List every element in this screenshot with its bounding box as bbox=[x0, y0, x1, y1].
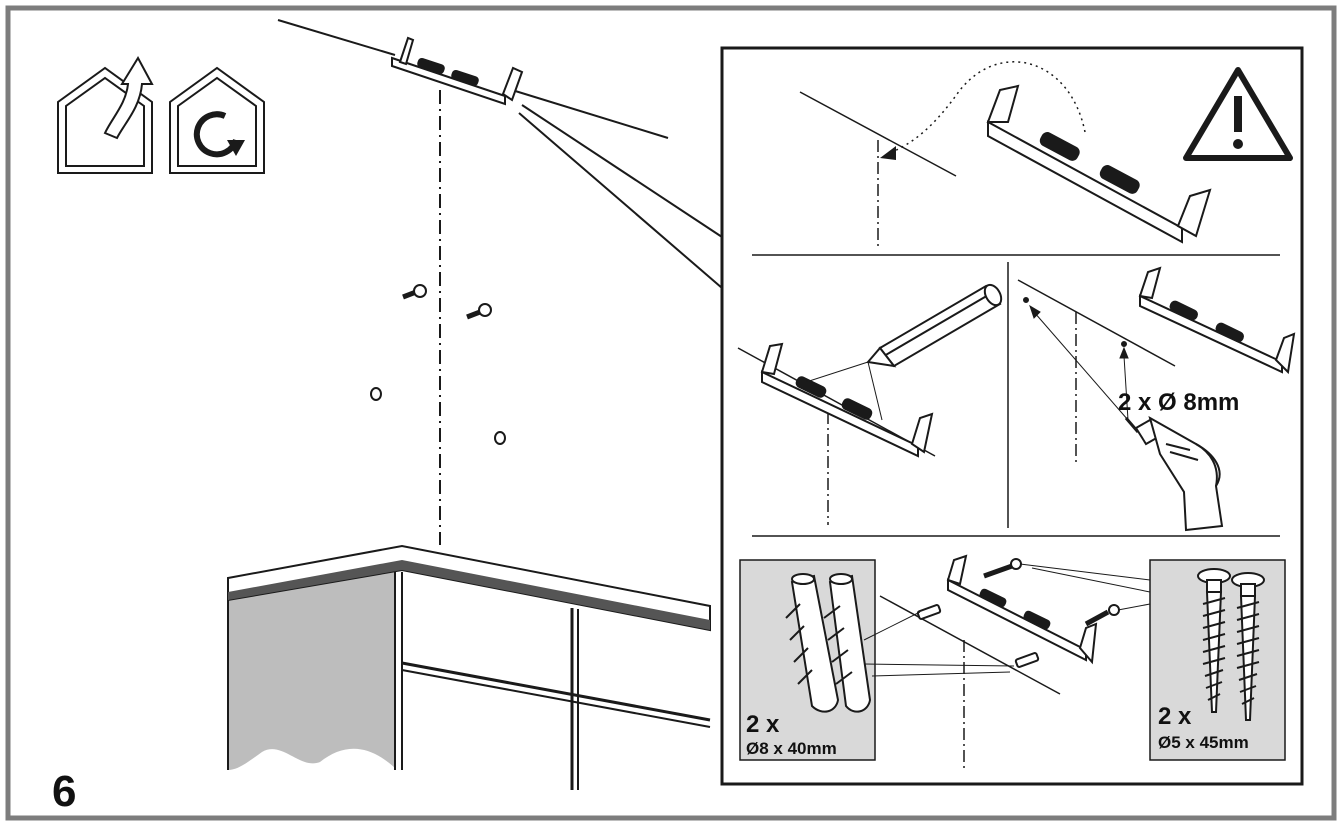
ceiling-line-detail bbox=[799, 91, 957, 177]
wall-screw bbox=[466, 303, 492, 320]
screws-quantity: 2 x bbox=[1158, 703, 1192, 730]
mounting-bracket-mark bbox=[760, 342, 934, 458]
install-plug bbox=[916, 604, 942, 620]
wall-screw bbox=[402, 284, 427, 300]
install-screw bbox=[983, 558, 1022, 579]
pencil-sight-lines bbox=[799, 361, 883, 421]
ceiling-line bbox=[277, 19, 669, 139]
kitchen-cabinets bbox=[227, 544, 711, 790]
wall-plug-icon bbox=[785, 573, 872, 713]
pencil-icon bbox=[866, 283, 1003, 368]
mounting-bracket-drill bbox=[1138, 266, 1296, 375]
plugs-quantity: 2 x bbox=[746, 711, 780, 738]
alignment-arrowhead bbox=[880, 146, 896, 160]
part-callout-lines bbox=[863, 563, 1151, 677]
screw-icon bbox=[1197, 568, 1265, 721]
drill-icon bbox=[1124, 415, 1224, 532]
drill-size-label: 2 x Ø 8mm bbox=[1118, 389, 1239, 416]
ducted-mode-icon bbox=[57, 55, 154, 174]
install-plug bbox=[1014, 652, 1040, 668]
plugs-size: Ø8 x 40mm bbox=[746, 739, 837, 758]
drill-direction-arrows bbox=[1023, 297, 1129, 421]
outer-frame bbox=[5, 5, 1337, 821]
step-number: 6 bbox=[52, 767, 76, 816]
install-screw bbox=[1084, 604, 1120, 627]
mounting-bracket-detail bbox=[986, 84, 1212, 244]
ceiling-line-install bbox=[879, 595, 1061, 695]
warning-icon bbox=[1183, 67, 1293, 161]
zoom-callout-lines bbox=[518, 104, 723, 289]
ceiling-line-drill bbox=[1017, 279, 1176, 367]
wall-hole bbox=[370, 387, 382, 401]
wall-hole bbox=[494, 431, 506, 445]
mounting-bracket-install bbox=[946, 554, 1098, 665]
recirculation-mode-icon bbox=[169, 66, 265, 174]
screws-size: Ø5 x 45mm bbox=[1158, 733, 1249, 752]
mounting-bracket-main bbox=[391, 36, 524, 106]
